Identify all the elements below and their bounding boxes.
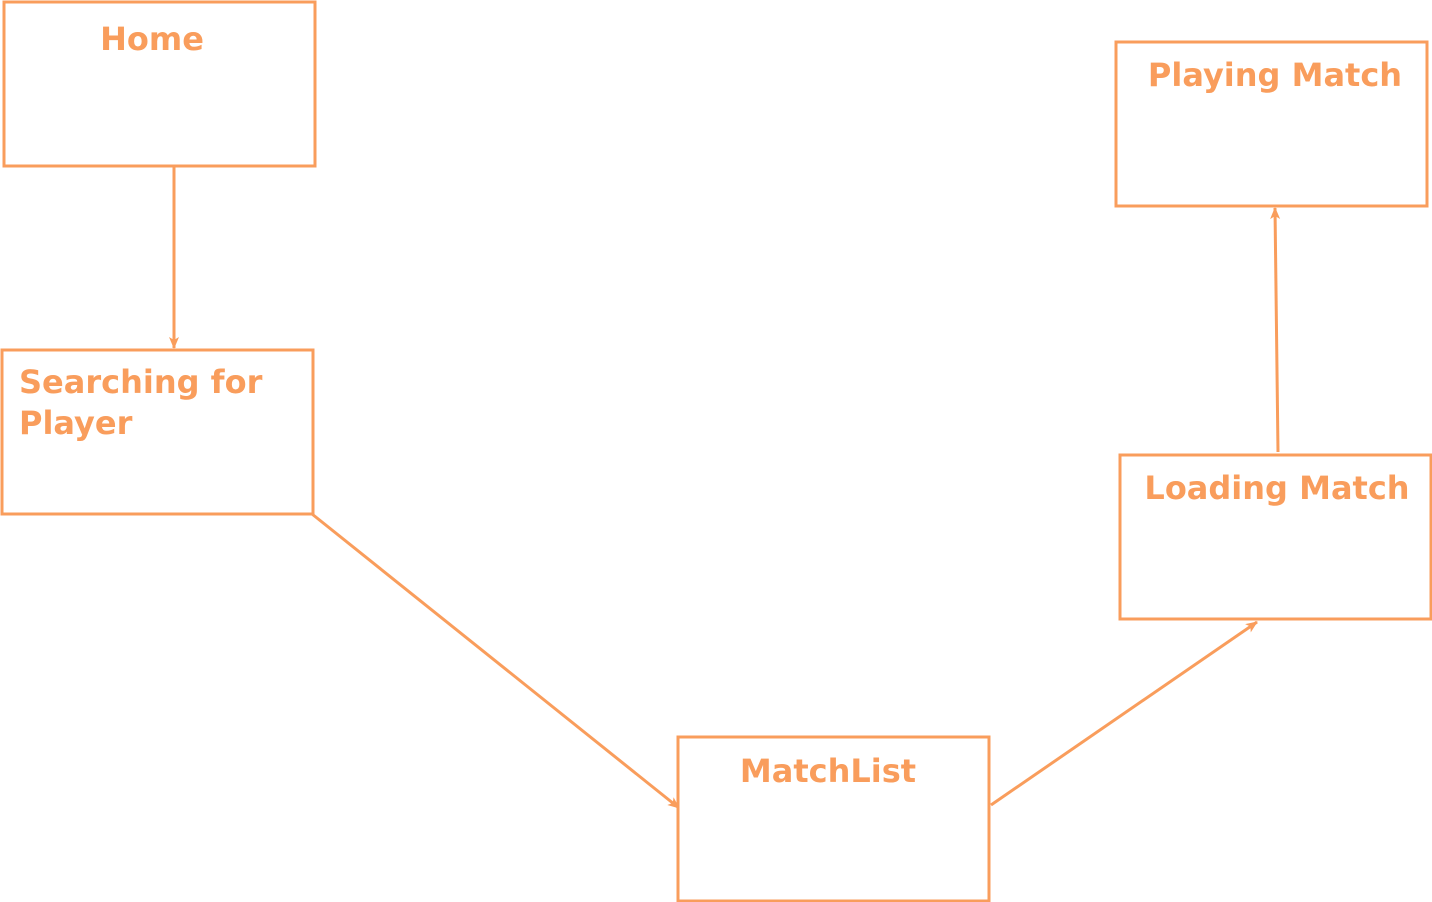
node-playing[interactable]: Playing Match [1114,40,1429,208]
node-home-label-line: Home [100,20,204,58]
node-matchlist-box [676,735,991,902]
edge-searching-to-matchlist [311,512,680,810]
node-searching-label-line-2: Player [19,404,133,442]
node-loading-label-line: Loading Match [1144,469,1409,507]
node-playing-label: Playing Match [1148,56,1402,94]
edge-loading-to-playing [1270,207,1281,453]
node-searching-label-line-1: Searching for [19,363,263,401]
node-loading-label: Loading Match [1144,469,1409,507]
node-playing-box [1114,40,1429,208]
node-home-box [2,0,317,168]
node-searching[interactable]: Searching for Player [0,348,315,516]
node-home[interactable]: Home [2,0,317,168]
node-loading[interactable]: Loading Match [1118,453,1432,621]
edges [169,166,1281,810]
node-home-label: Home [100,20,204,58]
edge-matchlist-to-loading [990,620,1258,807]
node-matchlist-label: MatchList [740,752,916,790]
node-playing-label-line: Playing Match [1148,56,1402,94]
node-searching-label: Searching for Player [19,363,274,442]
node-loading-box [1118,453,1432,621]
node-searching-box [0,348,315,516]
node-matchlist-label-line: MatchList [740,752,916,790]
node-matchlist[interactable]: MatchList [676,735,991,902]
